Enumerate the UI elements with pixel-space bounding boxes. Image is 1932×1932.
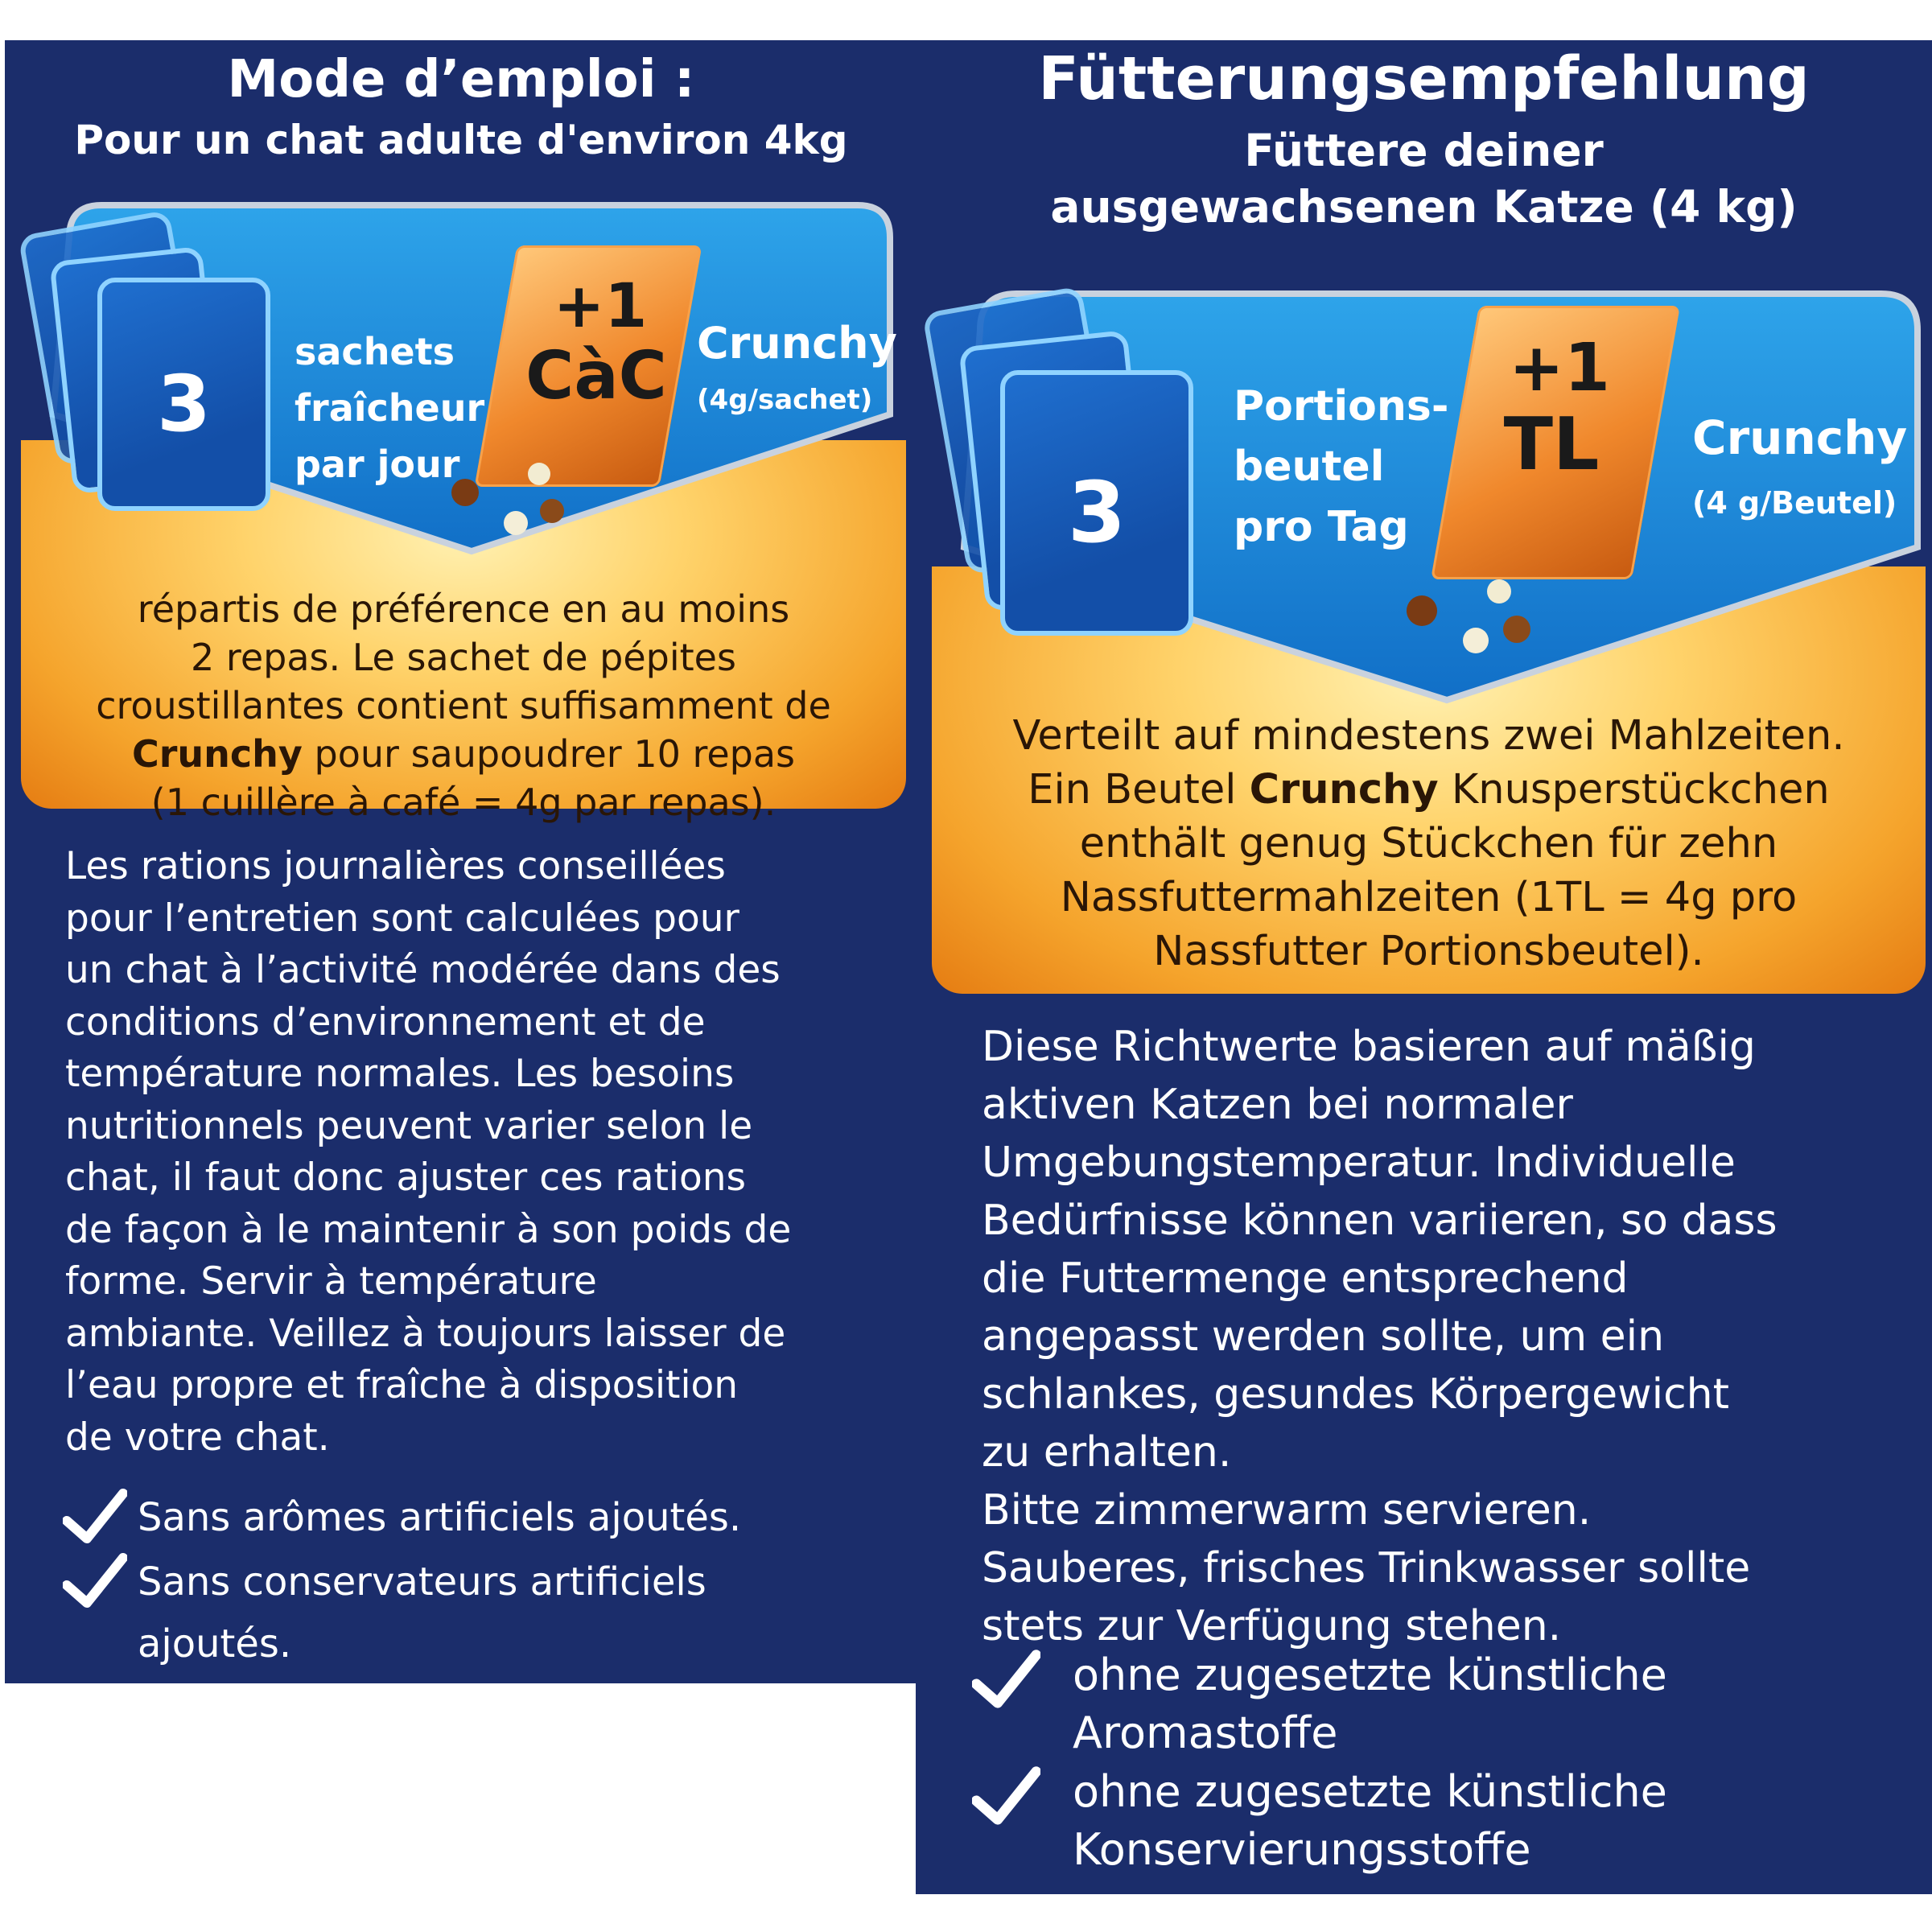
fr-pouch-count: 3: [157, 359, 211, 449]
de-feeding-banner: 3 Portions- beutel pro Tag +1 TL Crunchy…: [921, 257, 1926, 994]
fr-body-line: de votre chat.: [65, 1415, 330, 1460]
kibble-icon: [1503, 616, 1530, 643]
checkmark-icon: [63, 1553, 127, 1608]
de-subtitle-2: ausgewachsenen Katze (4 kg): [1050, 181, 1798, 233]
de-banner-text-3: enthält genug Stückchen für zehn: [1079, 820, 1778, 867]
de-banner-text-2-pre: Ein Beutel: [1028, 766, 1250, 814]
de-crunchy-note: (4 g/Beutel): [1692, 485, 1897, 521]
fr-body-line: température normales. Les besoins: [65, 1052, 735, 1096]
fr-body-text: Les rations journalières conseillées pou…: [65, 841, 791, 1464]
fr-pouch-label-2: fraîcheur: [295, 386, 485, 430]
fr-bullet-2-line-1: Sans conservateurs artificiels: [138, 1559, 706, 1605]
fr-spoon-plus: +1: [553, 270, 648, 341]
de-banner-text-5: Nassfutter Portionsbeutel).: [1153, 928, 1704, 975]
kibble-icon: [1487, 579, 1511, 603]
de-body-line: schlankes, gesundes Körpergewicht: [982, 1370, 1730, 1419]
fr-body-line: conditions d’environnement et de: [65, 999, 706, 1044]
de-banner-text-2: Ein Beutel Crunchy Knusperstückchen: [932, 766, 1926, 814]
fr-pouch-label-3: par jour: [295, 443, 460, 486]
de-body-line: die Futtermenge entsprechend: [982, 1254, 1629, 1303]
french-instructions-panel: Mode d’emploi : Pour un chat adulte d'en…: [5, 40, 917, 1683]
de-bullet-2-line-1: ohne zugesetzte künstliche: [1073, 1766, 1667, 1817]
fr-banner-text-4: Crunchy pour saupoudrer 10 repas: [21, 732, 906, 776]
de-body-line: Diese Richtwerte basieren auf mäßig: [982, 1023, 1756, 1071]
kibble-icon: [1463, 628, 1489, 653]
fr-banner-text-1: répartis de préférence en au moins: [137, 587, 790, 631]
de-bullet-1-line-1: ohne zugesetzte künstliche: [1073, 1650, 1667, 1700]
de-body-line: zu erhalten.: [982, 1428, 1232, 1477]
kibble-icon: [504, 511, 528, 535]
fr-body-line: Les rations journalières conseillées: [65, 844, 726, 888]
de-pouch-label-2: beutel: [1234, 443, 1385, 491]
checkmark-icon: [972, 1650, 1040, 1708]
de-body-text: Diese Richtwerte basieren auf mäßig akti…: [982, 1018, 1778, 1655]
kibble-icon: [528, 463, 550, 485]
de-banner-text-4: Nassfuttermahlzeiten (1TL = 4g pro: [1060, 874, 1798, 921]
de-pouch-count: 3: [1067, 463, 1127, 562]
fr-banner-text-4-rest: pour saupoudrer 10 repas: [302, 732, 796, 776]
fr-body-line: l’eau propre et fraîche à disposition: [65, 1363, 739, 1407]
de-crunchy-label: Crunchy: [1692, 410, 1908, 465]
de-body-line: Umgebungstemperatur. Individuelle: [982, 1139, 1736, 1187]
fr-body-line: nutritionnels peuvent varier selon le: [65, 1103, 753, 1148]
fr-crunchy-label: Crunchy: [697, 318, 897, 369]
de-bullet-1-line-2: Aromastoffe: [1073, 1707, 1338, 1758]
fr-title: Mode d’emploi :: [227, 50, 695, 109]
kibble-icon: [1407, 595, 1437, 626]
de-crunchy-bold: Crunchy: [1249, 766, 1439, 814]
de-pouch-label-3: pro Tag: [1234, 503, 1409, 551]
kibble-icon: [451, 479, 479, 506]
de-subtitle-1: Füttere deiner: [1244, 125, 1604, 176]
fr-bullet-1: Sans arômes artificiels ajoutés.: [138, 1495, 742, 1540]
fr-body-line: pour l’entretien sont calculées pour: [65, 896, 739, 941]
fr-spoon-unit: CàC: [525, 338, 667, 414]
de-bullet-2-line-2: Konservierungsstoffe: [1073, 1824, 1531, 1875]
food-pouch-icon: 3: [97, 278, 270, 511]
fr-body-line: forme. Servir à température: [65, 1259, 597, 1304]
fr-bullet-2-line-2: ajoutés.: [138, 1621, 292, 1666]
de-banner-text-2-post: Knusperstückchen: [1438, 766, 1830, 814]
de-body-line: Bedürfnisse können variieren, so dass: [982, 1197, 1778, 1245]
fr-body-line: de façon à le maintenir à son poids de: [65, 1207, 792, 1252]
german-instructions-panel: Fütterungsempfehlung Füttere deiner ausg…: [916, 40, 1932, 1894]
fr-crunchy-note: (4g/sachet): [697, 384, 873, 416]
de-pouch-label-1: Portions-: [1234, 382, 1449, 430]
fr-banner-text-5: (1 cuillère à café = 4g par repas).: [150, 781, 777, 824]
fr-feeding-banner: 3 sachets fraîcheur par jour +1 CàC Crun…: [18, 173, 906, 824]
checkmark-icon: [63, 1489, 127, 1543]
fr-body-line: ambiante. Veillez à toujours laisser de: [65, 1311, 786, 1356]
fr-subtitle: Pour un chat adulte d'environ 4kg: [74, 117, 848, 163]
fr-pouch-label-1: sachets: [295, 330, 455, 373]
de-title: Fütterungsempfehlung: [1038, 44, 1810, 113]
fr-banner-text-2: 2 repas. Le sachet de pépites: [191, 636, 736, 679]
checkmark-icon: [972, 1766, 1040, 1825]
de-body-line: Bitte zimmerwarm servieren.: [982, 1486, 1592, 1534]
de-body-line: Sauberes, frisches Trinkwasser sollte: [982, 1544, 1751, 1592]
fr-crunchy-bold: Crunchy: [131, 732, 303, 776]
de-body-line: stets zur Verfügung stehen.: [982, 1602, 1562, 1650]
fr-body-line: un chat à l’activité modérée dans des: [65, 948, 781, 992]
food-pouch-icon: 3: [1000, 370, 1193, 636]
de-body-line: aktiven Katzen bei normaler: [982, 1081, 1573, 1129]
de-body-line: angepasst werden sollte, um ein: [982, 1312, 1665, 1361]
de-banner-text-1: Verteilt auf mindestens zwei Mahlzeiten.: [1012, 712, 1845, 760]
fr-body-line: chat, il faut donc ajuster ces rations: [65, 1155, 747, 1200]
de-spoon-plus: +1: [1509, 330, 1610, 406]
fr-banner-text-3: croustillantes contient suffisamment de: [96, 684, 831, 727]
de-spoon-unit: TL: [1503, 402, 1600, 487]
kibble-icon: [540, 499, 564, 523]
